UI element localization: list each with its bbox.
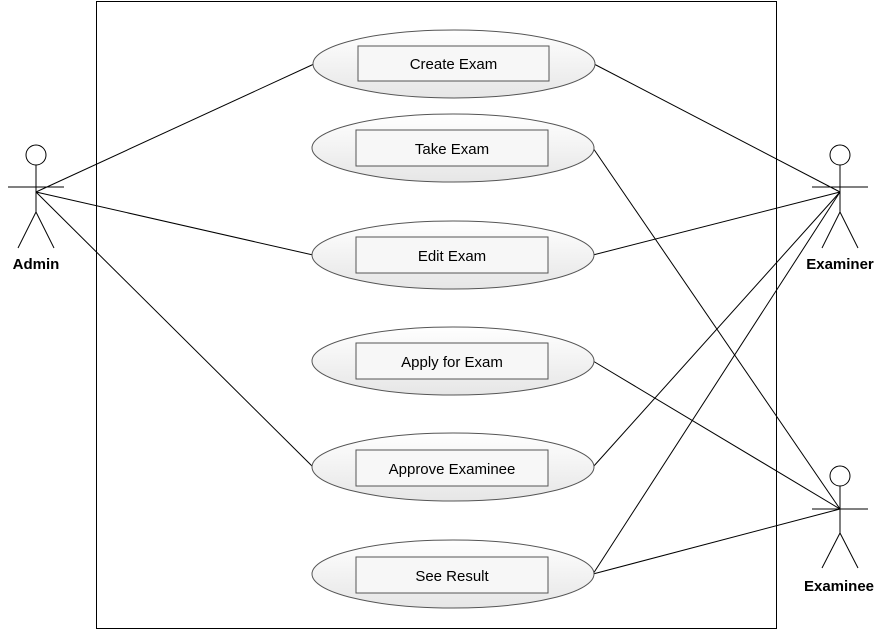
actor-examinee[interactable] <box>812 465 868 569</box>
use-case-label: Create Exam <box>410 56 498 73</box>
use-case-label-box <box>355 449 549 487</box>
actor-head-icon <box>829 144 851 166</box>
actor-leg-left <box>17 211 37 249</box>
association-line-admin-approve-examinee <box>35 191 314 468</box>
use-case-edit-exam[interactable]: Edit Exam <box>311 220 595 290</box>
actor-leg-left <box>821 211 841 249</box>
actor-leg-left <box>821 532 841 569</box>
actor-examiner[interactable] <box>812 144 868 249</box>
association-line-examiner-approve-examinee <box>592 191 841 468</box>
system-boundary <box>96 1 777 629</box>
use-case-label: Edit Exam <box>418 248 486 265</box>
association-line-admin-create-exam <box>35 63 315 193</box>
use-case-label: See Result <box>415 568 489 585</box>
association-lines <box>35 63 841 575</box>
association-line-admin-edit-exam <box>35 191 314 256</box>
use-case-take-exam[interactable]: Take Exam <box>311 113 595 183</box>
use-case-create-exam[interactable]: Create Exam <box>312 29 596 99</box>
use-case-see-result[interactable]: See Result <box>311 539 595 609</box>
actor-label-admin: Admin <box>13 256 60 273</box>
use-case-label-box <box>357 45 550 82</box>
actor-leg-right <box>839 532 859 569</box>
actor-head-icon <box>829 465 851 487</box>
use-case-label-box <box>355 236 549 274</box>
use-case-label-box <box>355 129 549 167</box>
actor-leg-right <box>839 211 859 249</box>
association-line-examiner-edit-exam <box>592 191 841 256</box>
use-case-label: Apply for Exam <box>401 354 503 371</box>
use-case-label: Approve Examinee <box>389 461 516 478</box>
use-case-label-box <box>355 556 549 594</box>
association-line-examinee-see-result <box>592 508 841 575</box>
use-case-approve-examinee[interactable]: Approve Examinee <box>311 432 595 502</box>
use-case-apply-for-exam[interactable]: Apply for Exam <box>311 326 595 396</box>
association-line-examiner-see-result <box>592 191 841 575</box>
actor-label-examinee: Examinee <box>804 578 874 595</box>
actor-admin[interactable] <box>8 144 64 249</box>
association-line-examinee-take-exam <box>592 147 841 510</box>
actor-head-icon <box>25 144 47 166</box>
use-case-label-box <box>355 342 549 380</box>
use-case-label: Take Exam <box>415 141 489 158</box>
actor-label-examiner: Examiner <box>806 256 874 273</box>
association-line-examinee-apply-for-exam <box>592 360 841 510</box>
association-line-examiner-create-exam <box>593 63 841 193</box>
actor-leg-right <box>35 211 55 249</box>
